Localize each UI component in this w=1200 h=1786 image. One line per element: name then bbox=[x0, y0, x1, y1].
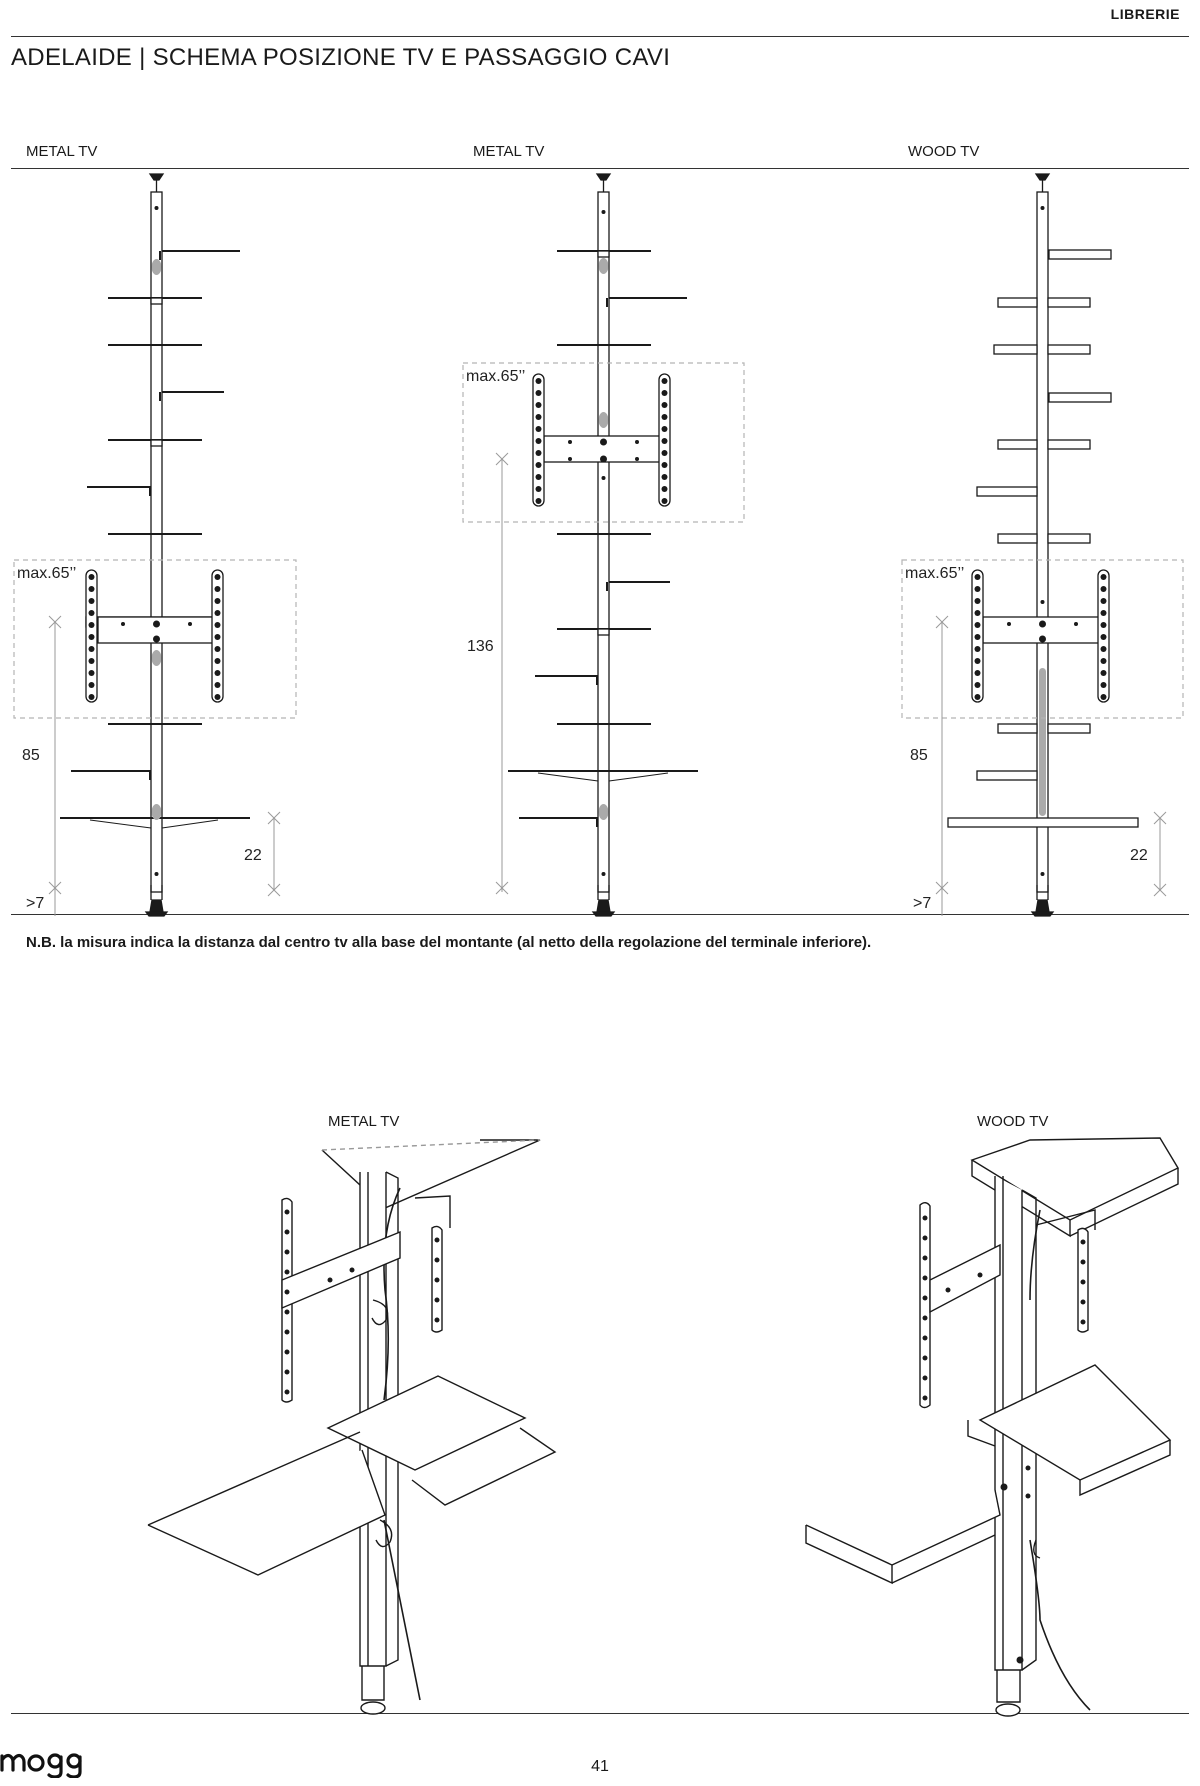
elevation-top-line bbox=[11, 168, 1189, 169]
col1-max-label: max.65’’ bbox=[17, 565, 76, 582]
elevation-metal-tv-high bbox=[462, 173, 745, 917]
col2-max-label: max.65’’ bbox=[466, 368, 525, 385]
col2-dim-136: 136 bbox=[467, 638, 494, 655]
col2-label: METAL TV bbox=[473, 143, 545, 160]
col1-dim-22: 22 bbox=[244, 847, 262, 864]
iso-wood-label: WOOD TV bbox=[977, 1113, 1049, 1130]
col1-label: METAL TV bbox=[26, 143, 98, 160]
footer-divider bbox=[11, 1713, 1189, 1714]
page-title: ADELAIDE | SCHEMA POSIZIONE TV E PASSAGG… bbox=[11, 44, 671, 71]
col3-dim-22: 22 bbox=[1130, 847, 1148, 864]
section-label: LIBRERIE bbox=[1110, 6, 1180, 22]
isometric-metal-tv bbox=[147, 1139, 557, 1715]
col3-label: WOOD TV bbox=[908, 143, 980, 160]
isometric-wood-tv bbox=[805, 1137, 1179, 1717]
note-text: N.B. la misura indica la distanza dal ce… bbox=[26, 934, 872, 951]
col3-max-label: max.65’’ bbox=[905, 565, 964, 582]
elevation-wood-tv bbox=[901, 173, 1184, 917]
col3-dim-85: 85 bbox=[910, 747, 928, 764]
col3-dim-7: >7 bbox=[913, 895, 931, 912]
col1-dim-85: 85 bbox=[22, 747, 40, 764]
elevation-metal-tv-low bbox=[13, 173, 297, 917]
col1-dim-7: >7 bbox=[26, 895, 44, 912]
header-divider bbox=[11, 36, 1189, 37]
page-number: 41 bbox=[591, 1758, 609, 1775]
iso-metal-label: METAL TV bbox=[328, 1113, 400, 1130]
mogg-logo bbox=[0, 1753, 82, 1778]
